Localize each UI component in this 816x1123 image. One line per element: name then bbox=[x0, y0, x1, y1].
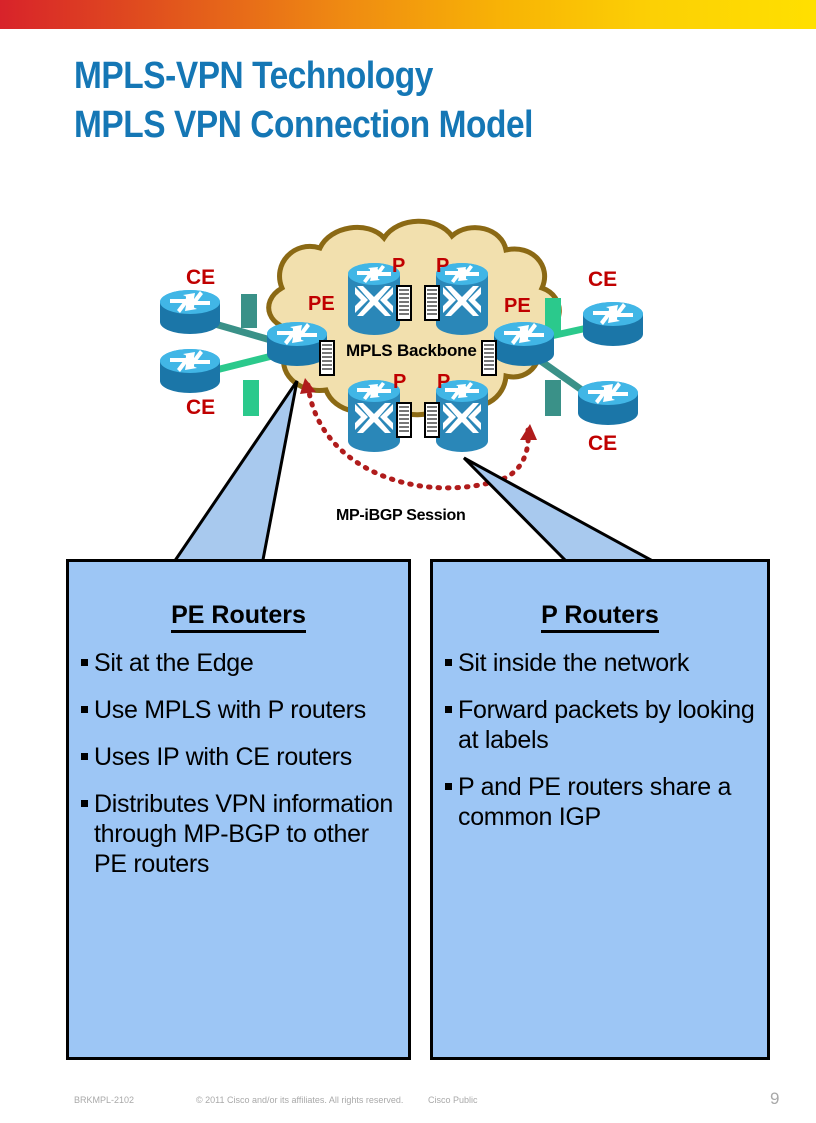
p-label-stack-top-right bbox=[424, 285, 440, 321]
page-title: MPLS-VPN Technology MPLS VPN Connection … bbox=[74, 52, 690, 150]
pe-routers-bullet-list: Sit at the Edge Use MPLS with P routers … bbox=[69, 648, 408, 879]
label-mp-ibgp-session: MP-iBGP Session bbox=[336, 507, 466, 524]
p-label-stack-bottom-right bbox=[424, 402, 440, 438]
ce-router-top-right bbox=[583, 302, 643, 346]
ce-router-top-left bbox=[160, 290, 220, 334]
pe-label-stack-right bbox=[481, 340, 497, 376]
label-p-top-left: P bbox=[392, 255, 406, 277]
label-pe-right: PE bbox=[504, 295, 531, 317]
label-ce-top-right: CE bbox=[588, 268, 618, 291]
slide-footer: BRKMPL-2102 © 2011 Cisco and/or its affi… bbox=[0, 1089, 816, 1114]
label-p-bottom-left: P bbox=[393, 371, 407, 393]
p-routers-heading: P Routers bbox=[433, 601, 767, 633]
page-title-line-2: MPLS VPN Connection Model bbox=[74, 104, 534, 146]
footer-page-number: 9 bbox=[770, 1089, 780, 1108]
pe-routers-info-box: PE Routers Sit at the Edge Use MPLS with… bbox=[66, 559, 411, 1060]
label-ce-top-left: CE bbox=[186, 266, 216, 289]
list-item: Uses IP with CE routers bbox=[81, 742, 399, 772]
list-item: Use MPLS with P routers bbox=[81, 695, 399, 725]
page-title-line-1: MPLS-VPN Technology bbox=[74, 55, 433, 97]
pe-routers-heading-text: PE Routers bbox=[171, 601, 306, 633]
p-label-stack-top-left bbox=[396, 285, 412, 321]
pe-router-left bbox=[267, 322, 327, 366]
ibgp-session-arrow-icon bbox=[300, 378, 537, 491]
list-item: Sit at the Edge bbox=[81, 648, 399, 678]
list-item: Distributes VPN information through MP-B… bbox=[81, 789, 399, 879]
p-routers-info-box: P Routers Sit inside the network Forward… bbox=[430, 559, 770, 1060]
label-p-bottom-right: P bbox=[437, 371, 451, 393]
p-routers-bullet-list: Sit inside the network Forward packets b… bbox=[433, 648, 767, 832]
pe-routers-heading: PE Routers bbox=[69, 601, 408, 633]
p-routers-heading-text: P Routers bbox=[541, 601, 659, 633]
label-ce-bottom-left: CE bbox=[186, 396, 216, 419]
header-gradient-bar bbox=[0, 0, 816, 29]
label-p-top-right: P bbox=[436, 255, 450, 277]
ce-router-bottom-right bbox=[578, 381, 638, 425]
footer-copyright: © 2011 Cisco and/or its affiliates. All … bbox=[196, 1095, 404, 1105]
footer-session-code: BRKMPL-2102 bbox=[74, 1095, 135, 1105]
pe-router-right bbox=[494, 322, 554, 366]
mpls-backbone-cloud bbox=[266, 218, 562, 418]
ce-links-left bbox=[207, 318, 289, 376]
ce-links-right bbox=[525, 323, 599, 403]
ce-router-bottom-left bbox=[160, 349, 220, 393]
pe-label-stack-left bbox=[319, 340, 335, 376]
label-pe-left: PE bbox=[308, 293, 335, 315]
label-ce-bottom-right: CE bbox=[588, 432, 618, 455]
p-label-stack-bottom-left bbox=[396, 402, 412, 438]
list-item: Sit inside the network bbox=[445, 648, 758, 678]
callout-pointer-p bbox=[462, 456, 661, 567]
label-mpls-backbone: MPLS Backbone bbox=[346, 341, 477, 360]
list-item: Forward packets by looking at labels bbox=[445, 695, 758, 755]
footer-classification: Cisco Public bbox=[428, 1095, 478, 1105]
list-item: P and PE routers share a common IGP bbox=[445, 772, 758, 832]
